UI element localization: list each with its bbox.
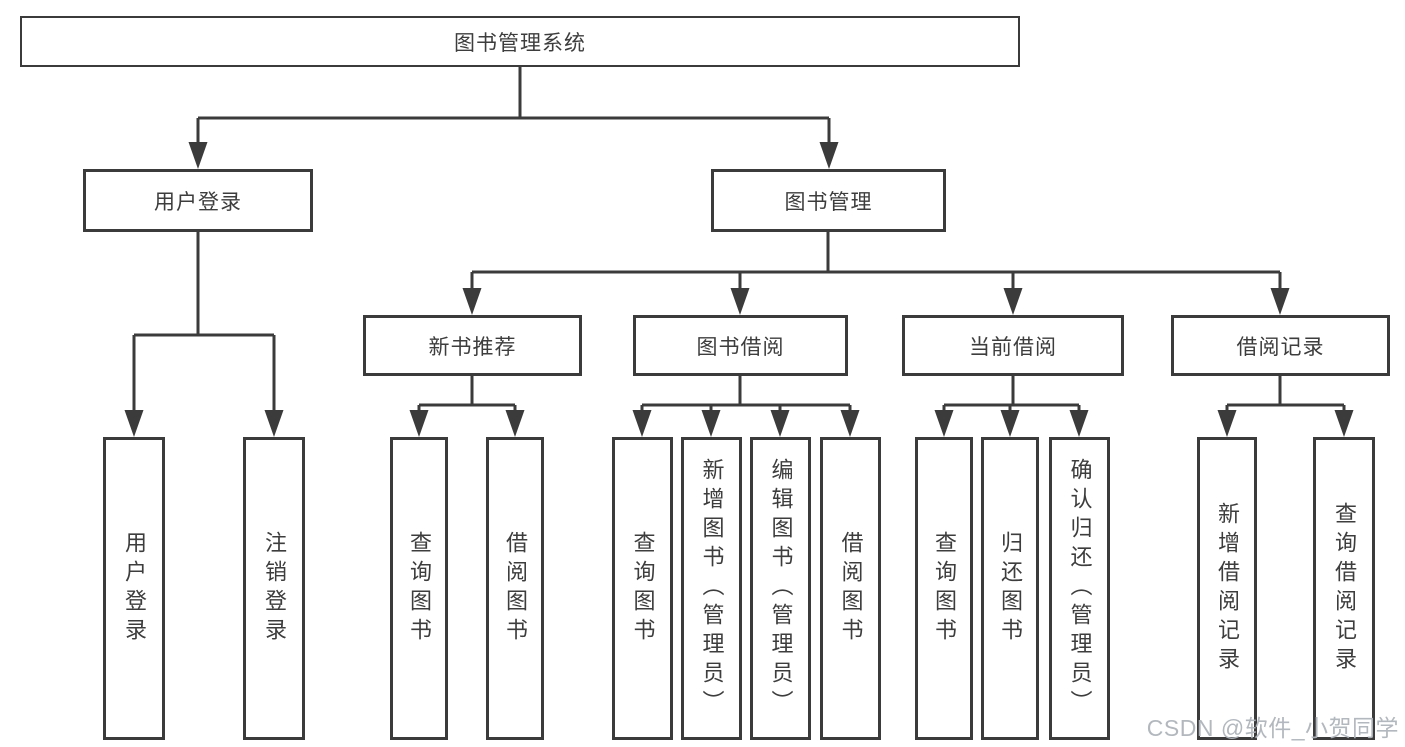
node-label: 新增图书（管理员） (699, 458, 725, 719)
node-label: 用户登录 (122, 530, 147, 647)
node-book-management: 图书管理 (711, 169, 946, 232)
leaf-user-login: 用户登录 (103, 437, 165, 740)
node-label: 新增借阅记录 (1215, 501, 1240, 676)
node-label: 确认归还（管理员） (1067, 458, 1093, 719)
leaf-borrow-books-newbook: 借阅图书 (486, 437, 544, 740)
arrow-down-icon (1003, 288, 1023, 315)
node-label: 图书借阅 (696, 335, 785, 359)
node-root-system: 图书管理系统 (20, 16, 1020, 67)
arrow-down-icon (1270, 288, 1290, 315)
connector-user-login-children (132, 232, 276, 415)
connector-book-borrow-children (640, 376, 852, 415)
node-label: 借阅记录 (1236, 335, 1325, 359)
arrow-down-icon (819, 142, 839, 169)
arrow-down-icon (462, 288, 482, 315)
leaf-logout-login: 注销登录 (243, 437, 305, 740)
node-label: 查询图书 (932, 530, 957, 647)
arrow-down-icon (632, 410, 652, 437)
node-current-borrow: 当前借阅 (902, 315, 1124, 376)
arrow-down-icon (730, 288, 750, 315)
node-label: 图书管理 (784, 190, 873, 214)
connector-borrow-records-children (1225, 376, 1346, 415)
arrow-down-icon (701, 410, 721, 437)
node-label: 用户登录 (154, 190, 242, 214)
arrow-down-icon (1000, 410, 1020, 437)
node-label: 查询图书 (407, 530, 432, 647)
leaf-add-borrow-record: 新增借阅记录 (1197, 437, 1257, 740)
leaf-confirm-return-admin: 确认归还（管理员） (1049, 437, 1110, 740)
arrow-down-icon (505, 410, 525, 437)
node-label: 图书管理系统 (454, 31, 586, 55)
leaf-query-books-newbook: 查询图书 (390, 437, 448, 740)
leaf-query-books-borrow: 查询图书 (612, 437, 673, 740)
connector-current-borrow-children (942, 376, 1081, 415)
node-user-login: 用户登录 (83, 169, 313, 232)
connector-book-management-children (470, 232, 1282, 293)
arrow-down-icon (1334, 410, 1354, 437)
leaf-borrow-books: 借阅图书 (820, 437, 881, 740)
arrow-down-icon (124, 410, 144, 437)
connector-root-to-level2 (196, 67, 831, 147)
arrow-down-icon (188, 142, 208, 169)
arrow-down-icon (1069, 410, 1089, 437)
arrow-down-icon (840, 410, 860, 437)
node-new-book-recommend: 新书推荐 (363, 315, 582, 376)
arrow-down-icon (770, 410, 790, 437)
node-label: 注销登录 (262, 530, 287, 647)
arrow-down-icon (1217, 410, 1237, 437)
node-label: 新书推荐 (428, 335, 517, 359)
connector-new-book-children (417, 376, 517, 415)
leaf-query-borrow-record: 查询借阅记录 (1313, 437, 1375, 740)
arrow-down-icon (934, 410, 954, 437)
node-label: 编辑图书（管理员） (768, 458, 794, 719)
leaf-return-books: 归还图书 (981, 437, 1039, 740)
node-label: 当前借阅 (969, 335, 1057, 359)
watermark: CSDN @软件_小贺同学 (1146, 715, 1399, 741)
node-label: 借阅图书 (503, 530, 528, 647)
node-label: 查询图书 (630, 530, 656, 647)
arrow-down-icon (409, 410, 429, 437)
node-borrow-records: 借阅记录 (1171, 315, 1390, 376)
node-label: 归还图书 (998, 530, 1023, 647)
node-book-borrow: 图书借阅 (633, 315, 848, 376)
node-label: 借阅图书 (838, 530, 864, 647)
leaf-query-books-current: 查询图书 (915, 437, 973, 740)
leaf-edit-books-admin: 编辑图书（管理员） (750, 437, 811, 740)
node-label: 查询借阅记录 (1332, 501, 1357, 676)
arrow-down-icon (264, 410, 284, 437)
leaf-add-books-admin: 新增图书（管理员） (681, 437, 742, 740)
